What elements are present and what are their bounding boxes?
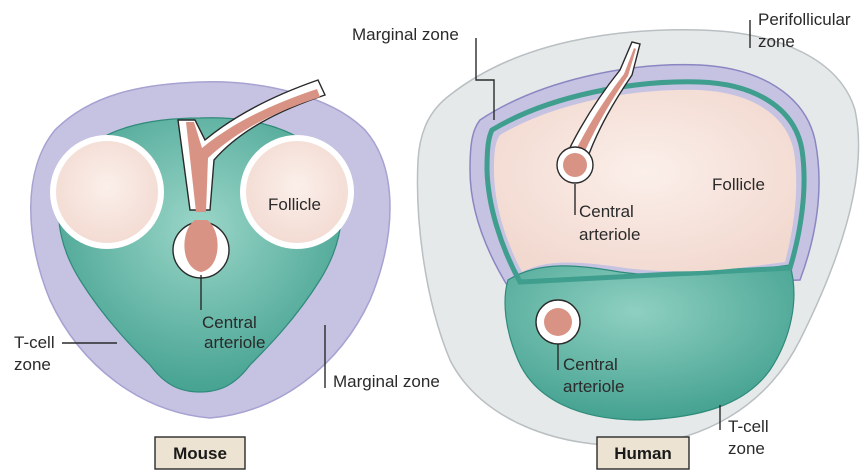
- human-t-cell-zone-label-1: T-cell: [728, 417, 769, 436]
- human-perifollicular-label-2: zone: [758, 32, 795, 51]
- mouse-central-arteriole-label-2: arteriole: [204, 333, 265, 352]
- mouse-follicle-left: [53, 138, 161, 246]
- human-tag: Human: [614, 444, 672, 463]
- human-follicle-label: Follicle: [712, 175, 765, 194]
- human-panel: Marginal zone Perifollicular zone Follic…: [352, 10, 859, 469]
- mouse-t-cell-zone-label-1: T-cell: [14, 333, 55, 352]
- human-central-arteriole-top-label-1: Central: [579, 202, 634, 221]
- mouse-t-cell-zone-label-2: zone: [14, 355, 51, 374]
- human-central-arteriole-bottom-label-1: Central: [563, 355, 618, 374]
- human-marginal-zone-label: Marginal zone: [352, 25, 459, 44]
- mouse-marginal-zone-label: Marginal zone: [333, 372, 440, 391]
- mouse-central-arteriole-label-1: Central: [202, 313, 257, 332]
- human-central-arteriole-bottom-label-2: arteriole: [563, 377, 624, 396]
- mouse-tag: Mouse: [173, 444, 227, 463]
- human-central-arteriole-top: [563, 153, 587, 177]
- mouse-follicle-label: Follicle: [268, 195, 321, 214]
- mouse-panel: Follicle Central arteriole T-cell zone M…: [14, 80, 440, 469]
- human-central-arteriole-top-label-2: arteriole: [579, 225, 640, 244]
- human-central-arteriole-bottom: [544, 308, 572, 336]
- mouse-follicle-right: [243, 138, 351, 246]
- human-t-cell-zone-label-2: zone: [728, 439, 765, 458]
- human-perifollicular-label-1: Perifollicular: [758, 10, 851, 29]
